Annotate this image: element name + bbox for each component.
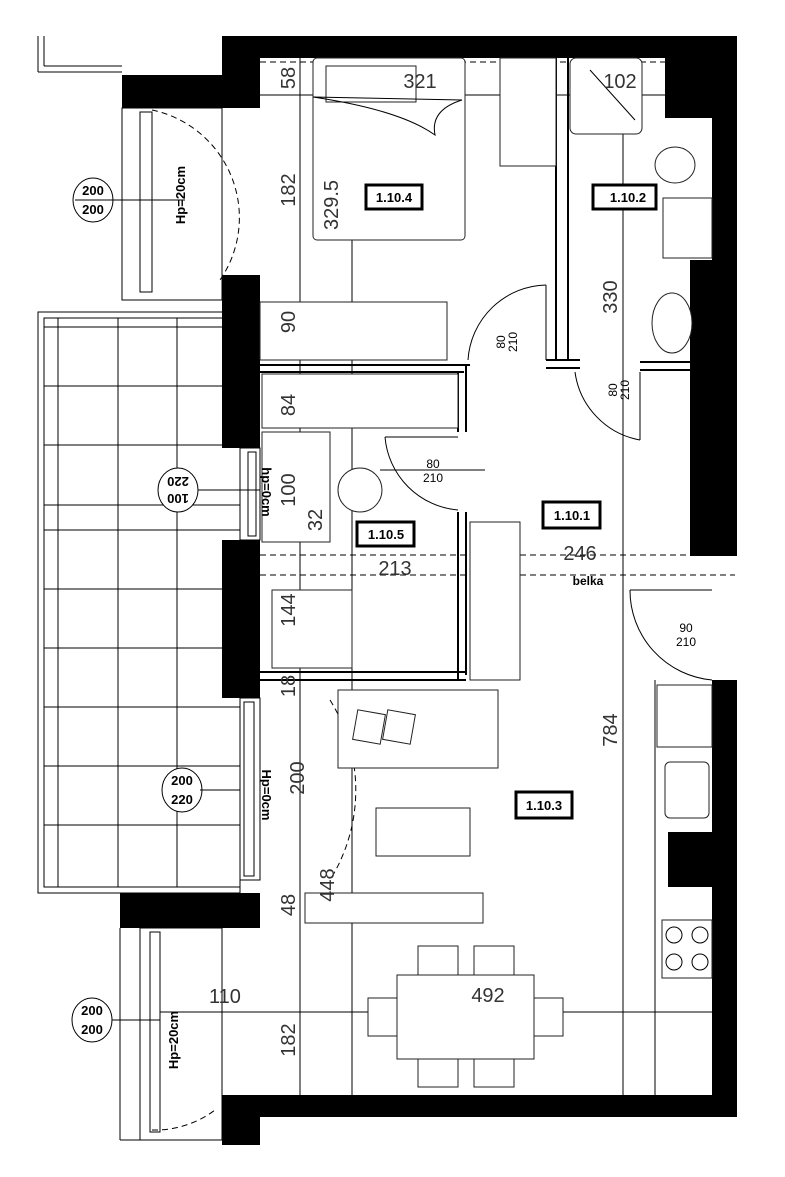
dim-492: 492: [471, 985, 504, 1007]
wardrobe: [469, 521, 521, 681]
dim-84: 84: [278, 394, 300, 416]
windows: [121, 107, 357, 1141]
room-label-1-10-4: 1.10.4: [376, 190, 413, 205]
cushion: [382, 709, 416, 745]
window-sill-height: hp=0cm: [259, 467, 274, 517]
dim-246: 246: [563, 543, 596, 565]
dim-448: 448: [317, 868, 339, 901]
dim-784: 784: [600, 713, 622, 746]
cushion: [352, 709, 386, 745]
room-label-1-10-1: 1.10.1: [554, 508, 590, 523]
window-height: 200: [81, 1022, 103, 1037]
balcony-railing-top: [37, 36, 222, 1141]
walls: [120, 36, 737, 1145]
dim-90: 90: [278, 311, 300, 333]
washing-machine: [662, 197, 713, 259]
room-label-1-10-3: 1.10.3: [526, 798, 562, 813]
dining-chair: [417, 1056, 459, 1088]
wardrobe: [259, 301, 448, 361]
cooktop: [661, 919, 713, 979]
window-sill-height: Hp=20cm: [166, 1011, 181, 1069]
window-width: 200: [81, 1003, 103, 1018]
room-label-1-10-5: 1.10.5: [368, 527, 404, 542]
balcony: [37, 311, 241, 894]
sink: [651, 292, 693, 354]
doors: [384, 284, 713, 681]
coffee-table: [375, 807, 471, 857]
dining-chair: [532, 997, 564, 1037]
door-width: 80: [494, 335, 508, 349]
shower-tray: [569, 57, 643, 135]
entrance-door-height: 210: [676, 635, 696, 649]
window-width: 100: [167, 491, 189, 506]
dim-144: 144: [278, 593, 300, 626]
dim-48: 48: [278, 894, 300, 916]
door-width: 80: [606, 383, 620, 397]
chair: [337, 467, 383, 513]
window-height: 220: [167, 474, 189, 489]
dim-102: 102: [603, 71, 636, 93]
dining-chair: [417, 945, 459, 977]
dim-182: 182: [278, 173, 300, 206]
window-width: 200: [171, 773, 193, 788]
door-height: 210: [506, 332, 520, 352]
dining-table: [396, 974, 535, 1060]
toilet: [654, 146, 696, 184]
tv-cabinet: [304, 892, 484, 924]
room-label-1-10-2: 1.10.2: [610, 190, 646, 205]
dim-321: 321: [403, 71, 436, 93]
room-labels: 1.10.4 1.10.2 1.10.1 1.10.5 1.10.3: [355, 183, 658, 820]
window-width: 200: [82, 183, 104, 198]
door-labels: 80 210 80 210 80 210 90 210: [423, 332, 696, 649]
desk: [261, 431, 331, 543]
beam-label: belka: [573, 574, 604, 588]
dining-chair: [473, 945, 515, 977]
dim-330: 330: [600, 280, 622, 313]
window-height: 200: [82, 202, 104, 217]
wardrobe: [499, 57, 557, 167]
dim-18: 18: [278, 675, 300, 697]
entrance-door-width: 90: [679, 621, 693, 635]
dim-200: 200: [287, 761, 309, 794]
window-sill-height: Hp=0cm: [259, 770, 274, 821]
window-callouts: 200 200 Hp=20cm 100 220 hp=0cm 200 220 H…: [71, 166, 274, 1069]
dim-32: 32: [305, 509, 327, 531]
furniture: [259, 57, 713, 1095]
wardrobe: [261, 373, 459, 429]
kitchen-sink: [664, 761, 710, 819]
door-width: 80: [426, 457, 440, 471]
window-sill-height: Hp=20cm: [173, 166, 188, 224]
single-bed: [271, 589, 353, 669]
pillow: [325, 65, 417, 103]
dim-182-lower: 182: [278, 1023, 300, 1056]
dim-329-5: 329.5: [321, 180, 343, 230]
window-height: 220: [171, 792, 193, 807]
dining-chair: [367, 997, 399, 1037]
door-height: 210: [618, 380, 632, 400]
dining-chair: [473, 1056, 515, 1088]
door-height: 210: [423, 471, 443, 485]
dim-100: 100: [278, 473, 300, 506]
dim-110: 110: [209, 986, 241, 1008]
dim-213: 213: [378, 558, 411, 580]
dimension-texts: 58 321 102 182 329.5 330 90 84 100 32 21…: [209, 67, 637, 1057]
fridge: [656, 684, 713, 748]
dim-58: 58: [278, 67, 300, 89]
